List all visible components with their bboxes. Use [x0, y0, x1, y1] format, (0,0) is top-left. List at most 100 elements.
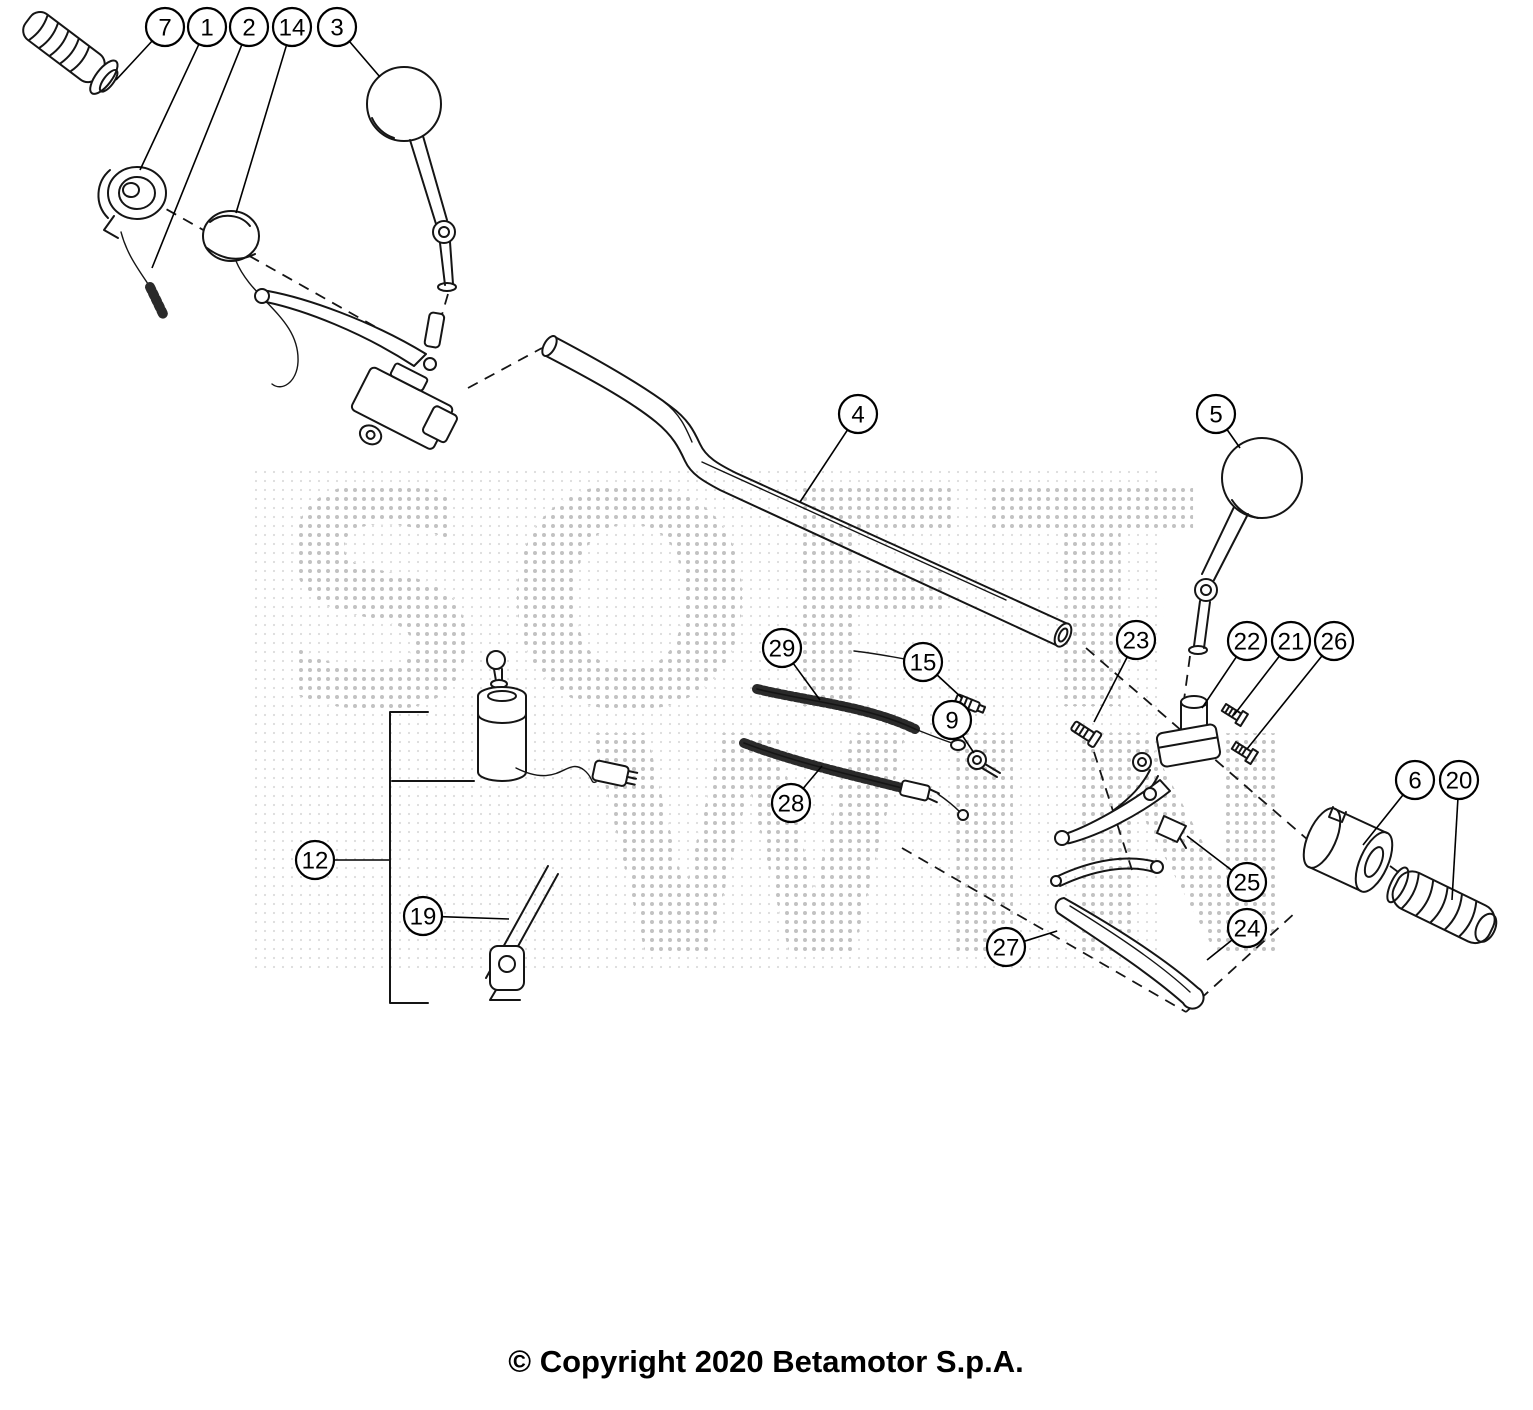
callout-bubble-14[interactable] — [271, 6, 313, 48]
left-mirror — [366, 66, 457, 292]
callout-28[interactable]: 28 — [770, 765, 823, 824]
callout-bubble-26[interactable] — [1313, 620, 1355, 662]
callout-bubble-12[interactable] — [294, 839, 336, 881]
callout-4[interactable]: 4 — [799, 393, 879, 503]
callout-leader-5 — [1226, 429, 1241, 449]
brake-lever-blade — [259, 289, 427, 367]
front-brake-master-cylinder — [254, 288, 458, 450]
callout-number-20[interactable]: 20 — [1446, 768, 1473, 795]
callout-number-28[interactable]: 28 — [778, 791, 805, 818]
callout-number-1[interactable]: 1 — [200, 15, 213, 42]
callout-number-3[interactable]: 3 — [330, 15, 343, 42]
callout-number-2[interactable]: 2 — [242, 15, 255, 42]
callout-bubble-21[interactable] — [1270, 620, 1312, 662]
callout-number-23[interactable]: 23 — [1123, 628, 1150, 655]
callout-14[interactable]: 14 — [235, 6, 313, 214]
callout-leader-27 — [1023, 930, 1058, 943]
callout-number-29[interactable]: 29 — [769, 636, 796, 663]
callout-leader-9 — [961, 735, 975, 754]
callout-number-9[interactable]: 9 — [945, 708, 958, 735]
throttle-tube — [1302, 806, 1394, 893]
lever-latch — [1156, 815, 1187, 843]
callout-number-4[interactable]: 4 — [851, 402, 864, 429]
callout-3[interactable]: 3 — [316, 6, 381, 78]
clutch-lever-assembly — [1054, 695, 1259, 849]
callout-bubble-5[interactable] — [1195, 393, 1237, 435]
callout-bubble-15[interactable] — [902, 641, 944, 683]
callout-bubble-4[interactable] — [837, 393, 879, 435]
callout-number-5[interactable]: 5 — [1209, 402, 1222, 429]
callout-bubble-28[interactable] — [770, 782, 812, 824]
callout-leader-21 — [1233, 655, 1281, 716]
callout-2[interactable]: 2 — [151, 6, 270, 269]
group-bracket-12 — [389, 711, 475, 1004]
callout-bubble-23[interactable] — [1115, 619, 1157, 661]
callout-leader-28 — [802, 765, 823, 789]
callout-27[interactable]: 27 — [985, 926, 1058, 968]
callout-number-12[interactable]: 12 — [302, 848, 329, 875]
callout-19[interactable]: 19 — [402, 895, 510, 937]
callout-number-26[interactable]: 26 — [1321, 629, 1348, 656]
callout-number-14[interactable]: 14 — [279, 15, 306, 42]
callout-leader-14 — [235, 44, 288, 214]
callout-bubble-6[interactable] — [1394, 759, 1436, 801]
callout-number-6[interactable]: 6 — [1408, 768, 1421, 795]
callout-leader-19 — [441, 915, 510, 920]
callout-number-21[interactable]: 21 — [1278, 629, 1305, 656]
callout-5[interactable]: 5 — [1195, 393, 1241, 449]
callout-number-19[interactable]: 19 — [410, 904, 437, 931]
callout-leader-2 — [151, 44, 243, 269]
callout-1[interactable]: 1 — [139, 6, 228, 171]
callout-number-25[interactable]: 25 — [1234, 870, 1261, 897]
callout-bubble-3[interactable] — [316, 6, 358, 48]
callout-bubble-20[interactable] — [1438, 759, 1480, 801]
cable-guide-clamp — [485, 865, 559, 1001]
callout-number-27[interactable]: 27 — [993, 935, 1020, 962]
callout-9[interactable]: 9 — [931, 699, 975, 754]
callout-leader-23 — [1093, 656, 1129, 723]
callout-bubble-1[interactable] — [186, 6, 228, 48]
callout-leader-20 — [1451, 798, 1459, 901]
connector-plug — [591, 759, 639, 787]
callout-21[interactable]: 21 — [1233, 620, 1312, 716]
hand-guard — [1050, 857, 1205, 1010]
callout-12[interactable]: 12 — [294, 839, 389, 881]
callout-24[interactable]: 24 — [1206, 907, 1268, 961]
callout-number-24[interactable]: 24 — [1234, 916, 1261, 943]
callout-6[interactable]: 6 — [1362, 759, 1436, 846]
callout-bubble-27[interactable] — [985, 926, 1027, 968]
socket-bolt — [967, 750, 1001, 778]
bar-switch-housing — [202, 210, 299, 388]
callout-leader-7 — [115, 40, 153, 81]
right-mirror-glass — [1221, 437, 1303, 519]
callout-bubble-7[interactable] — [144, 6, 186, 48]
throttle-assembly — [97, 166, 169, 321]
callout-bubble-2[interactable] — [228, 6, 270, 48]
callout-15[interactable]: 15 — [902, 641, 963, 699]
callout-20[interactable]: 20 — [1438, 759, 1480, 901]
callout-bubble-24[interactable] — [1226, 907, 1268, 949]
mirror-mount-boss — [423, 311, 446, 349]
callout-leader-22 — [1201, 656, 1238, 709]
callout-number-15[interactable]: 15 — [910, 650, 937, 677]
left-mirror-glass — [366, 66, 442, 142]
callout-leader-1 — [139, 43, 200, 171]
callout-7[interactable]: 7 — [115, 6, 186, 81]
callout-bubble-19[interactable] — [402, 895, 444, 937]
callout-26[interactable]: 26 — [1246, 620, 1355, 750]
callout-bubble-29[interactable] — [761, 627, 803, 669]
watermark-text-line1: SOFT — [272, 428, 1209, 777]
callout-number-7[interactable]: 7 — [158, 15, 171, 42]
callout-bubble-22[interactable] — [1226, 620, 1268, 662]
callout-bubble-25[interactable] — [1226, 861, 1268, 903]
callout-bubble-9[interactable] — [931, 699, 973, 741]
watermark: SOFT WIN — [252, 428, 1306, 1023]
callout-25[interactable]: 25 — [1186, 835, 1268, 903]
artwork — [22, 11, 1498, 1010]
callout-29[interactable]: 29 — [761, 627, 821, 701]
right-grip — [1386, 866, 1498, 945]
callout-number-22[interactable]: 22 — [1234, 629, 1261, 656]
callout-23[interactable]: 23 — [1093, 619, 1157, 723]
callout-22[interactable]: 22 — [1201, 620, 1268, 709]
